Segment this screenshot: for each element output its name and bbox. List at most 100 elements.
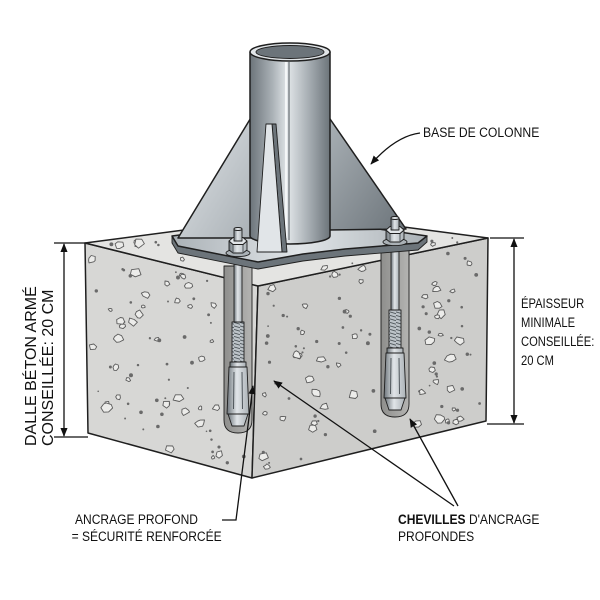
aggregate-speck (434, 314, 440, 320)
aggregate-speck (341, 326, 345, 329)
aggregate-speck (187, 304, 194, 309)
aggregate-speck (174, 297, 181, 304)
aggregate-speck (210, 438, 213, 441)
aggregate-speck (430, 242, 436, 247)
aggregate-speck (452, 418, 460, 426)
aggregate-speck (165, 362, 169, 366)
aggregate-speck (320, 264, 328, 271)
aggregate-speck (465, 352, 469, 356)
aggregate-speck (450, 336, 453, 340)
aggregate-speck (474, 273, 479, 277)
aggregate-speck (335, 362, 342, 368)
aggregate-speck (172, 394, 185, 402)
aggregate-speck (342, 309, 347, 314)
aggregate-speck (317, 419, 320, 423)
aggregate-speck (142, 428, 145, 431)
thickness-note-line-3: CONSEILLÉE: (521, 333, 594, 350)
anchor-tip (384, 397, 406, 411)
aggregate-speck (112, 333, 125, 343)
front-gusset (256, 123, 283, 253)
slab-note-line-1: DALLE BÉTON ARMÉ (21, 286, 40, 446)
aggregate-speck (368, 332, 372, 336)
aggregate-speck (122, 268, 126, 272)
aggregate-speck (264, 341, 269, 345)
sleeve-slit (241, 371, 243, 410)
slab-thickness-dimension-left (54, 242, 88, 438)
sleeve-slit (390, 357, 392, 395)
aggregate-speck (109, 242, 114, 247)
aggregate-speck (164, 397, 167, 400)
aggregate-speck (210, 302, 217, 309)
aggregate-speck (128, 274, 133, 278)
aggregate-speck (154, 398, 159, 403)
aggregate-speck (258, 452, 269, 462)
aggregate-speck (124, 417, 127, 420)
aggregate-speck (208, 429, 212, 433)
aggregate-speck (176, 275, 180, 280)
aggregate-speck (328, 275, 332, 278)
slab-note: DALLE BÉTON ARMÉ CONSEILLÉE: 20 CM (21, 286, 57, 446)
slab-thickness-dimension-right (487, 237, 524, 425)
aggregate-speck (181, 407, 190, 416)
aggregate-speck (428, 366, 436, 373)
aggregate-speck (456, 241, 459, 244)
aggregate-speck (428, 384, 431, 387)
aggregate-speck (198, 355, 206, 362)
aggregate-speck (157, 338, 162, 343)
aggregate-speck (100, 402, 114, 413)
anchor-bolts-leader-arrow-left (273, 380, 455, 507)
right-nut (382, 216, 408, 247)
aggregate-speck (136, 363, 140, 367)
aggregate-speck (205, 279, 209, 283)
aggregate-speck (451, 407, 457, 412)
aggregate-speck (267, 284, 277, 293)
aggregate-speck (262, 463, 271, 470)
aggregate-speck (351, 333, 358, 340)
aggregate-speck (262, 410, 268, 416)
aggregate-speck (372, 429, 377, 434)
aggregate-speck (207, 313, 211, 317)
aggregate-speck (437, 332, 444, 337)
aggregate-speck (296, 327, 300, 331)
aggregate-speck (294, 345, 298, 348)
aggregate-speck (267, 360, 272, 364)
aggregate-texture (88, 237, 481, 470)
aggregate-speck (266, 291, 270, 296)
thickness-note-line-4: 20 CM (521, 353, 554, 368)
aggregate-speck (211, 404, 221, 411)
anchor-thread (231, 321, 245, 365)
aggregate-speck (456, 415, 465, 422)
aggregate-speck (108, 365, 112, 369)
aggregate-speck (424, 336, 436, 345)
aggregate-speck (215, 450, 223, 459)
aggregate-speck (139, 410, 143, 415)
aggregate-speck (194, 419, 205, 428)
aggregate-speck (357, 264, 367, 272)
aggregate-speck (455, 408, 460, 412)
aggregate-speck (125, 377, 132, 383)
aggregate-speck (210, 455, 216, 460)
aggregate-speck (129, 268, 142, 278)
aggregate-speck (157, 243, 160, 247)
thickness-note-line-2: MINIMALE (521, 315, 575, 330)
deep-anchoring-leader-arrow (222, 385, 256, 521)
anchor-thread (388, 309, 402, 351)
aggregate-speck (167, 300, 169, 303)
anchor-collar (229, 361, 247, 368)
aggregate-speck (128, 317, 138, 327)
aggregate-speck (478, 402, 481, 405)
expansion-sleeve (383, 352, 407, 399)
deep-anchoring-note: ANCRAGE PROFOND = SÉCURITÉ RENFORCÉE (72, 511, 222, 544)
aggregate-speck (344, 351, 348, 354)
aggregate-speck (319, 402, 329, 410)
aggregate-speck (126, 402, 130, 406)
thickness-note: ÉPAISSEUR MINIMALE CONSEILLÉE: 20 CM (521, 295, 594, 369)
aggregate-speck (453, 336, 465, 346)
aggregate-speck (338, 273, 341, 276)
aggregate-speck (460, 324, 464, 328)
aggregate-speck (292, 350, 301, 360)
aggregate-speck (451, 237, 454, 239)
aggregate-speck (134, 309, 144, 319)
